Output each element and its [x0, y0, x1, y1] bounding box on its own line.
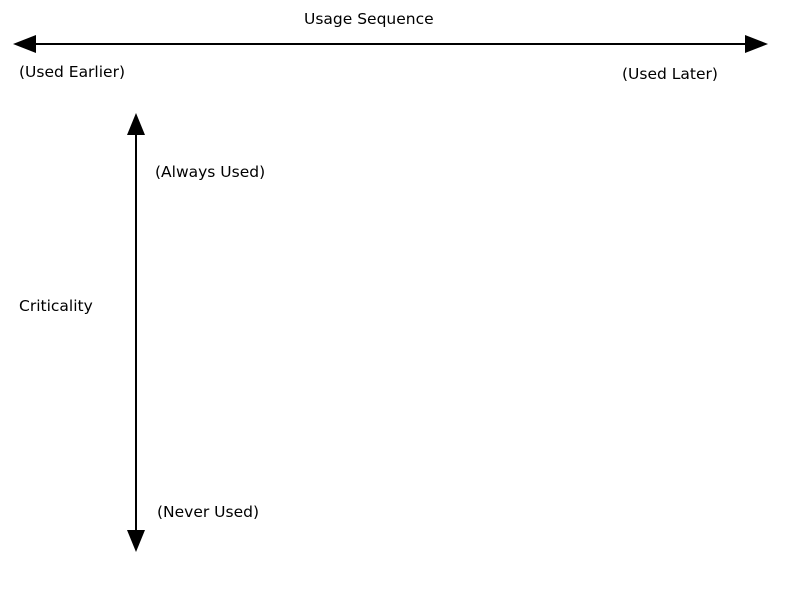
criticality-arrow	[127, 113, 145, 552]
arrowhead-up	[127, 113, 145, 135]
arrowhead-right	[745, 35, 768, 53]
usage-sequence-arrow	[13, 35, 768, 53]
horizontal-axis-right-label: (Used Later)	[622, 65, 718, 83]
horizontal-axis-title: Usage Sequence	[304, 10, 434, 28]
vertical-axis-title: Criticality	[19, 297, 93, 315]
vertical-axis-bottom-label: (Never Used)	[157, 503, 260, 521]
vertical-axis-top-label: (Always Used)	[155, 163, 266, 181]
arrowhead-down	[127, 530, 145, 552]
arrowhead-left	[13, 35, 36, 53]
horizontal-axis-left-label: (Used Earlier)	[19, 63, 126, 81]
